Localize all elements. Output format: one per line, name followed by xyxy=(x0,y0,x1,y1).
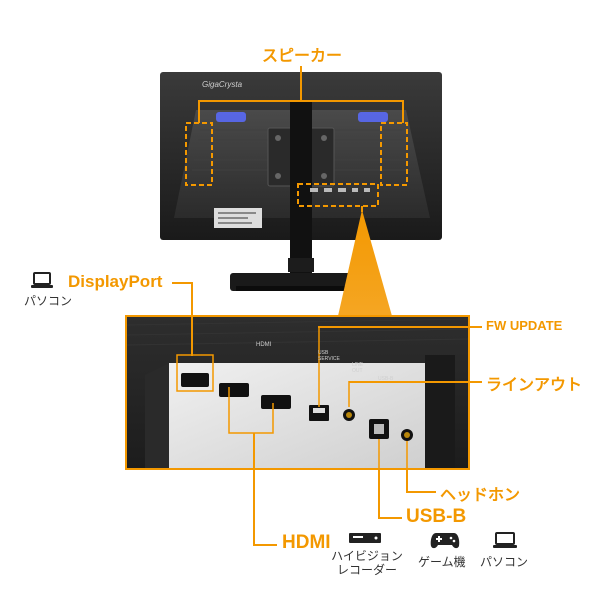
hdmi-port-1 xyxy=(219,383,249,397)
hdmi-port-2 xyxy=(261,395,291,409)
callout-headphone: ヘッドホン xyxy=(440,487,521,504)
silk-label-usb-b: USB-B xyxy=(378,376,394,382)
brand-text: GigaCrysta xyxy=(202,80,243,89)
silk-label-usb-service: USB SERVICE xyxy=(318,350,340,362)
device-game: ゲーム機 xyxy=(418,555,466,569)
blue-light-left xyxy=(216,112,246,122)
callout-line-out: ラインアウト xyxy=(486,377,583,394)
device-recorder: ハイビジョン レコーダー xyxy=(330,549,404,577)
device-pc-right: パソコン xyxy=(480,555,529,569)
callout-usb-b: USB-B xyxy=(406,506,467,527)
laptop-icon xyxy=(30,272,54,295)
recorder-icon xyxy=(348,530,382,551)
ports-highlight xyxy=(297,183,379,207)
silk-label-hdmi: HDMI xyxy=(256,342,272,348)
monitor-brand-logo: GigaCrysta xyxy=(202,80,242,89)
monitor-stand-column xyxy=(290,102,312,277)
monitor-rear-illustration xyxy=(160,66,442,316)
laptop-icon xyxy=(492,532,518,555)
silk-label-line-out: LINE OUT xyxy=(352,362,364,374)
blue-light-right xyxy=(358,112,388,122)
displayport-port xyxy=(181,373,209,387)
device-pc-left: パソコン xyxy=(24,294,73,308)
callout-fw-update: FW UPDATE xyxy=(486,318,563,333)
speaker-right-highlight xyxy=(380,122,408,186)
callout-displayport: DisplayPort xyxy=(68,272,163,291)
gamepad-icon xyxy=(430,530,460,555)
callout-hdmi: HDMI xyxy=(282,532,331,553)
recorder-line1: ハイビジョン xyxy=(331,549,403,563)
port-closeup-illustration xyxy=(125,315,470,470)
callout-speaker: スピーカー xyxy=(262,48,343,65)
zoom-funnel xyxy=(338,210,392,316)
recorder-line2: レコーダー xyxy=(336,563,397,577)
